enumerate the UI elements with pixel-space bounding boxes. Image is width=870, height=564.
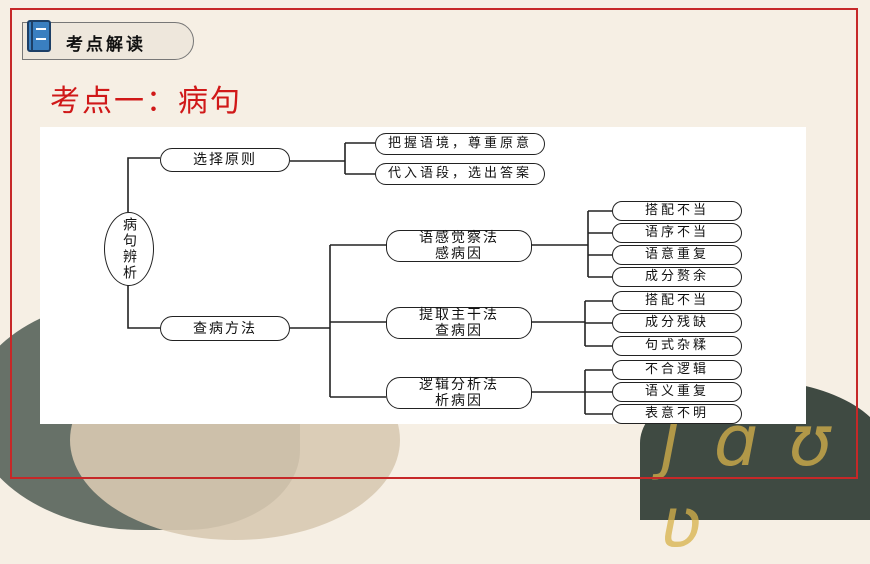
leaf-node: 成分残缺: [612, 313, 742, 333]
method-node-logic: 逻辑分析法 析病因: [386, 377, 532, 409]
leaf-node: 语义重复: [612, 382, 742, 402]
leaf-node: 语意重复: [612, 245, 742, 265]
mind-map-diagram: 病句辨析 选择原则 把握语境，尊重原意 代入语段，选出答案 查病方法 语感觉察法…: [40, 127, 806, 424]
method-node-trunk: 提取主干法 查病因: [386, 307, 532, 339]
slide-frame: [10, 8, 858, 479]
leaf-node: 表意不明: [612, 404, 742, 424]
root-node: 病句辨析: [104, 212, 154, 286]
method-line2: 感病因: [435, 246, 483, 262]
method-line1: 提取主干法: [419, 307, 499, 323]
leaf-node: 把握语境，尊重原意: [375, 133, 545, 155]
branch-node-method: 查病方法: [160, 316, 290, 341]
connector-lines: [127, 142, 612, 415]
leaf-node: 代入语段，选出答案: [375, 163, 545, 185]
method-line1: 语感觉察法: [419, 230, 499, 246]
method-line2: 查病因: [435, 323, 483, 339]
leaf-node: 句式杂糅: [612, 336, 742, 356]
leaf-node: 搭配不当: [612, 201, 742, 221]
method-line2: 析病因: [435, 393, 483, 409]
leaf-node: 搭配不当: [612, 291, 742, 311]
leaf-node: 不合逻辑: [612, 360, 742, 380]
method-node-sense: 语感觉察法 感病因: [386, 230, 532, 262]
page-title: 考点一：病句: [50, 84, 242, 119]
leaf-node: 成分赘余: [612, 267, 742, 287]
method-line1: 逻辑分析法: [419, 377, 499, 393]
header-label: 考点解读: [66, 35, 146, 55]
leaf-node: 语序不当: [612, 223, 742, 243]
branch-node-principle: 选择原则: [160, 148, 290, 172]
book-icon: [27, 20, 51, 52]
